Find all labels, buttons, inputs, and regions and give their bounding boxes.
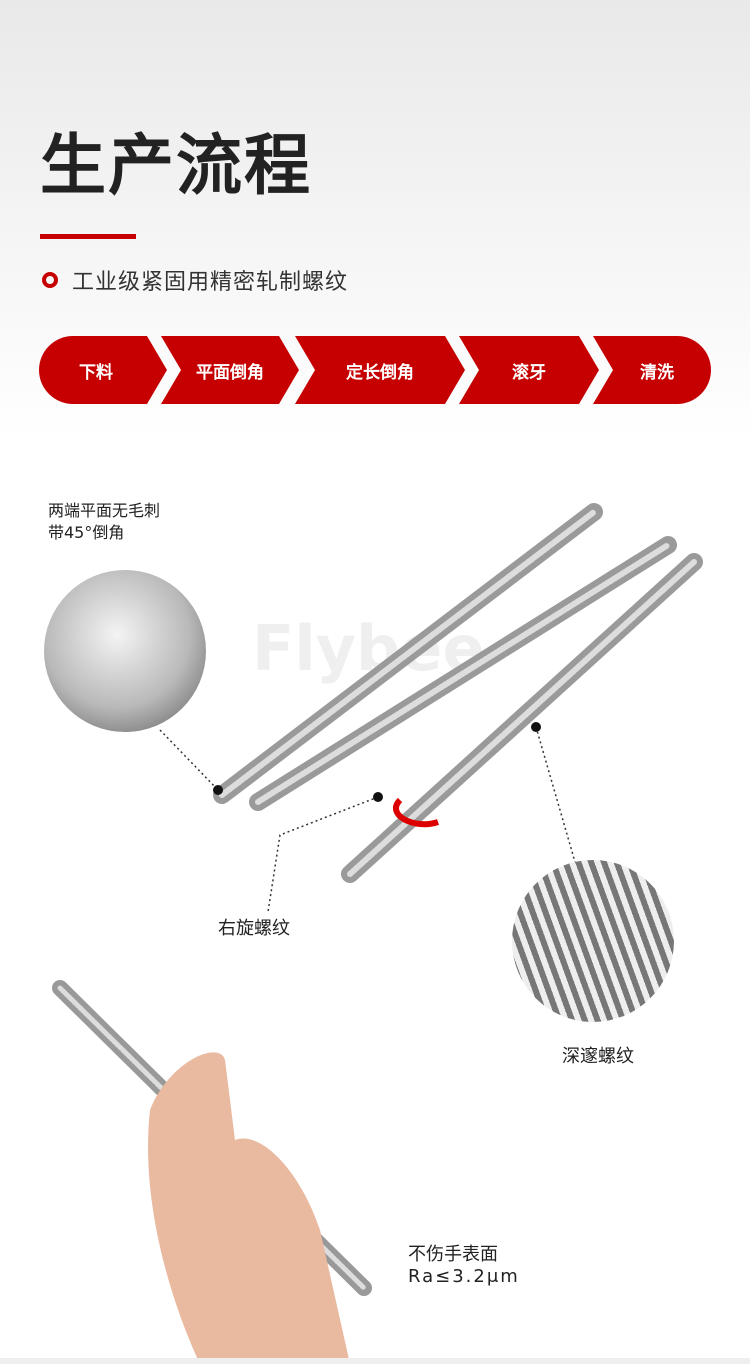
end-face-closeup xyxy=(44,570,206,732)
end-face-callout: 两端平面无毛刺 带45°倒角 xyxy=(48,500,160,544)
footer-strip xyxy=(0,1358,750,1364)
callout-line-1: 不伤手表面 xyxy=(408,1244,498,1265)
deep-thread-callout: 深邃螺纹 xyxy=(562,1046,634,1067)
callout-line-1: 两端平面无毛刺 xyxy=(48,501,161,520)
hand xyxy=(148,1052,350,1364)
callout-dots xyxy=(213,722,541,802)
step-2: 平面倒角 xyxy=(161,336,299,404)
callout-lines xyxy=(159,726,576,913)
rod-1-thread xyxy=(219,509,597,798)
step-1: 下料 xyxy=(39,336,167,404)
step-4-label: 滚牙 xyxy=(512,362,546,383)
callout-line-2: Ra≤3.2μm xyxy=(408,1266,520,1287)
step-1-label: 下料 xyxy=(79,362,113,383)
right-hand-leader-line xyxy=(267,796,379,913)
surface-callout: 不伤手表面 Ra≤3.2μm xyxy=(408,1244,520,1288)
subtitle-text: 工业级紧固用精密轧制螺纹 xyxy=(72,270,349,295)
bullet-icon xyxy=(42,272,58,288)
rod-2-thread xyxy=(255,542,671,805)
end-face-dot xyxy=(213,785,223,795)
page-title: 生产流程 xyxy=(40,127,312,204)
process-steps: 下料 平面倒角 定长倒角 滚牙 清洗 xyxy=(39,336,711,404)
callout-line-2: 带45°倒角 xyxy=(48,523,125,542)
right-hand-dot xyxy=(373,792,383,802)
step-3: 定长倒角 xyxy=(295,336,465,404)
step-4: 滚牙 xyxy=(459,336,599,404)
step-5-label: 清洗 xyxy=(640,362,674,383)
step-2-label: 平面倒角 xyxy=(196,362,264,383)
subtitle: 工业级紧固用精密轧制螺纹 xyxy=(42,264,348,296)
thread-closeup xyxy=(512,860,674,1022)
title-underline xyxy=(40,234,136,239)
end-face-leader-line xyxy=(159,729,219,791)
deep-thread-dot xyxy=(531,722,541,732)
step-3-label: 定长倒角 xyxy=(346,362,414,383)
deep-thread-leader-line xyxy=(535,726,576,863)
rotation-arrow-icon xyxy=(393,797,439,828)
right-hand-callout: 右旋螺纹 xyxy=(218,918,290,939)
